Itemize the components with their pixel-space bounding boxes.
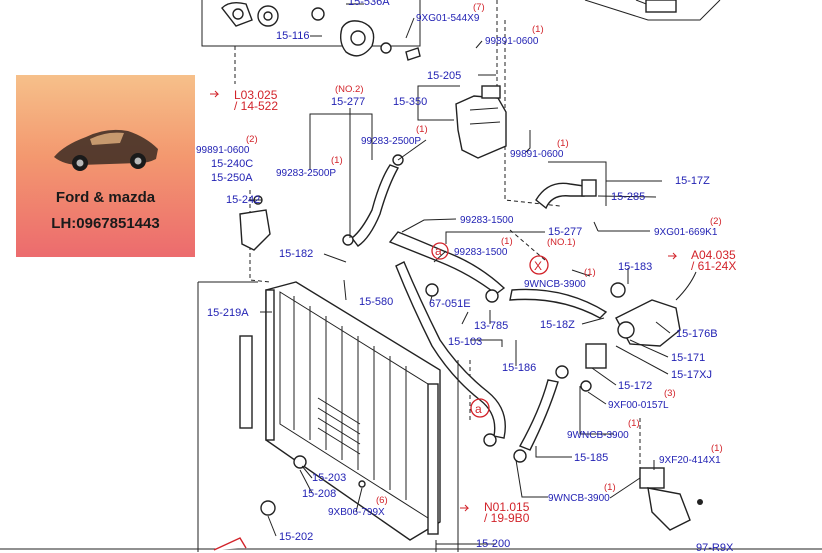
qty-1-h: (1) <box>711 443 723 454</box>
ref-arrow-a04 <box>668 252 678 260</box>
label-15-242: 15-242 <box>226 194 260 206</box>
bypass-hose <box>519 379 559 451</box>
ref-n01-015: N01.015 <box>484 500 530 514</box>
label-99891-0600-c: 99891-0600 <box>510 149 564 160</box>
label-13-785: 13-785 <box>474 320 508 332</box>
label-9xg01-544x9: 9XG01-544X9 <box>416 13 480 24</box>
label-9xg01-669k1: 9XG01-669K1 <box>654 227 718 238</box>
upper-radiator-hose <box>388 231 506 295</box>
thermostat-housing <box>580 271 697 392</box>
mark-a-2: a <box>475 402 482 416</box>
label-9wncb-3900-a: 9WNCB-3900 <box>524 279 586 290</box>
qty-1-g: (1) <box>628 418 640 429</box>
qty-1-d: (1) <box>557 138 569 149</box>
ref-a04-035-sub: / 61-24X <box>691 259 736 273</box>
circle-mark-x <box>529 255 549 275</box>
qty-7: (7) <box>473 2 485 13</box>
label-15-205: 15-205 <box>427 70 461 82</box>
qty-2-a: (2) <box>246 134 258 145</box>
label-9wncb-3900-b: 9WNCB-3900 <box>567 430 629 441</box>
label-97-r9x: 97-R9X <box>696 542 734 553</box>
reservoir-hose <box>351 164 400 247</box>
label-99283-2500p-a: 99283-2500P <box>361 136 421 147</box>
label-9xf00-0157l: 9XF00-0157L <box>608 400 669 411</box>
ref-l03-025-sub: / 14-522 <box>234 99 278 113</box>
label-67-051e: 67-051E <box>429 298 471 310</box>
label-15-185: 15-185 <box>574 452 608 464</box>
qty-6: (6) <box>376 495 388 506</box>
ref-n01-015-sub: / 19-9B0 <box>484 511 530 525</box>
top-right-bracket <box>645 0 677 13</box>
label-15-200: 15-200 <box>476 538 510 550</box>
label-15-183: 15-183 <box>618 261 652 273</box>
label-15-116: 15-116 <box>276 30 309 42</box>
top-right-inset <box>584 0 721 21</box>
label-15-250a: 15-250A <box>211 172 253 184</box>
label-99283-2500p-b: 99283-2500P <box>276 168 336 179</box>
qty-1-i: (1) <box>604 482 616 493</box>
label-99891-0600-a: 99891-0600 <box>485 36 539 47</box>
label-15-277-a: 15-277 <box>331 96 365 108</box>
qty-1-c: (1) <box>331 155 343 166</box>
ref-arrow-l03 <box>210 90 220 98</box>
sensor-bracket <box>609 467 703 531</box>
label-15-186: 15-186 <box>502 362 536 374</box>
label-15-536a: 15-536A <box>348 0 390 8</box>
heater-hose <box>509 288 608 319</box>
ref-arrow-n01 <box>460 504 470 512</box>
label-15-240c: 15-240C <box>211 158 253 170</box>
radiator-bracket <box>239 195 271 429</box>
label-15-182-a: 15-182 <box>279 248 313 260</box>
qty-2-b: (2) <box>710 216 722 227</box>
qty-1-b: (1) <box>416 124 428 135</box>
hose-clamp-1 <box>342 234 354 246</box>
mark-x: X <box>534 259 542 273</box>
label-15-350: 15-350 <box>393 96 427 108</box>
label-15-103: 15-103 <box>448 336 482 348</box>
coolant-reservoir <box>455 85 507 159</box>
qty-3: (3) <box>664 388 676 399</box>
label-15-172: 15-172 <box>618 380 652 392</box>
label-15-285: 15-285 <box>611 191 645 203</box>
hose-15-285 <box>535 182 585 210</box>
label-15-17z: 15-17Z <box>675 175 710 187</box>
badge-brand-text: Ford & mazda <box>55 189 156 206</box>
qty-no1: (NO.1) <box>547 237 576 248</box>
seller-badge: Ford & mazda LH:0967851443 <box>16 75 195 257</box>
label-99283-1500-a: 99283-1500 <box>460 215 514 226</box>
circle-mark-a-2 <box>470 398 490 418</box>
label-9xf20-414x1: 9XF20-414X1 <box>659 455 721 466</box>
label-15-203: 15-203 <box>312 472 346 484</box>
badge-phone-text: LH:0967851443 <box>51 215 160 232</box>
qty-no2: (NO.2) <box>335 84 364 95</box>
label-99283-1500-b: 99283-1500 <box>454 247 508 258</box>
qty-1-e: (1) <box>501 236 513 247</box>
label-15-18z: 15-18Z <box>540 319 575 331</box>
label-15-171: 15-171 <box>671 352 705 364</box>
label-15-277-b: 15-277 <box>548 226 582 238</box>
label-15-219a: 15-219A <box>207 307 249 319</box>
water-pump-assembly <box>221 1 421 61</box>
ref-l03-025: L03.025 <box>234 88 278 102</box>
circle-mark-a-1 <box>431 242 449 260</box>
label-15-208: 15-208 <box>302 488 336 500</box>
label-9wncb-3900-c: 9WNCB-3900 <box>548 493 610 504</box>
label-99891-0600-b: 99891-0600 <box>196 145 250 156</box>
label-15-176b: 15-176B <box>676 328 718 340</box>
ref-a04-035: A04.035 <box>691 248 736 262</box>
leader-lines <box>250 3 671 545</box>
label-15-580: 15-580 <box>359 296 393 308</box>
label-9xb06-799x: 9XB06-799X <box>328 507 385 518</box>
label-15-17xj: 15-17XJ <box>671 369 712 381</box>
sports-car-icon <box>54 129 158 171</box>
qty-1-a: (1) <box>532 24 544 35</box>
mark-a-1: a <box>435 244 442 258</box>
label-15-202: 15-202 <box>279 531 313 543</box>
inset-box-top-left <box>201 0 421 47</box>
qty-1-f: (1) <box>584 267 596 278</box>
radiator <box>197 281 459 552</box>
